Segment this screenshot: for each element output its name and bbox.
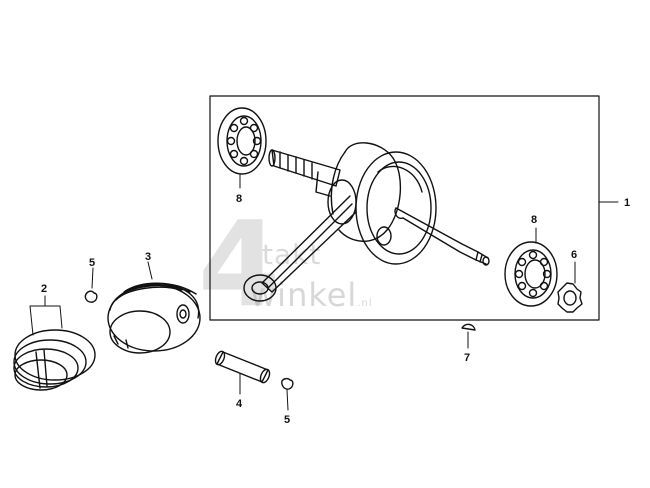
callout-1: 1 bbox=[624, 197, 630, 209]
callout-3: 3 bbox=[145, 251, 151, 263]
piston-pin-clip-upper bbox=[84, 290, 98, 303]
crankshaft bbox=[243, 142, 490, 302]
callout-2: 2 bbox=[41, 283, 47, 295]
callout-7: 7 bbox=[464, 352, 470, 364]
piston-pin bbox=[214, 350, 271, 384]
piston bbox=[107, 282, 201, 354]
callout-8-left: 8 bbox=[236, 193, 242, 205]
bearing-left bbox=[217, 107, 267, 175]
callout-5-lower: 5 bbox=[284, 414, 290, 426]
watermark-tld: .nl bbox=[357, 298, 373, 309]
callout-6: 6 bbox=[571, 249, 577, 261]
crankshaft-assembly-frame bbox=[209, 95, 600, 321]
watermark-text-bottom: winkel.nl bbox=[250, 276, 373, 314]
crank-nut bbox=[557, 282, 583, 313]
woodruff-key bbox=[461, 323, 476, 331]
callout-8-right: 8 bbox=[531, 214, 537, 226]
piston-rings bbox=[13, 329, 96, 391]
bearing-right bbox=[504, 241, 558, 307]
watermark-word: winkel bbox=[250, 276, 358, 314]
callout-5-upper: 5 bbox=[89, 257, 95, 269]
piston-pin-clip-lower bbox=[281, 377, 294, 390]
callout-4: 4 bbox=[236, 398, 243, 410]
leader-lines bbox=[29, 173, 619, 411]
watermark-logo-digit: 4 bbox=[198, 195, 281, 333]
